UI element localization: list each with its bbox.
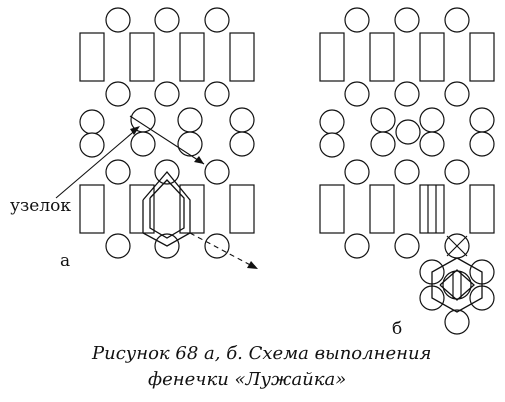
knot-pointer [55, 127, 139, 199]
bead [229, 131, 255, 157]
bead [204, 233, 230, 259]
bead [204, 7, 230, 33]
panel-b: б [319, 7, 495, 339]
bead [394, 7, 420, 33]
bead [444, 159, 470, 185]
thread-path [439, 269, 475, 301]
thread-path [149, 179, 185, 239]
thread-arrow [129, 115, 205, 165]
bead [419, 107, 445, 133]
bugle-bead [79, 32, 105, 82]
bugle-bead [369, 184, 395, 234]
bugle-bead [469, 184, 495, 234]
figure-caption-line-2: фенечки «Лужайка» [148, 369, 347, 390]
bugle-bead [229, 32, 255, 82]
bead [469, 131, 495, 157]
bugle-bead [229, 184, 255, 234]
arrowhead [247, 261, 258, 269]
cross-mark [446, 235, 468, 257]
bead [394, 233, 420, 259]
bugle-bead [79, 184, 105, 234]
thread-path [431, 257, 483, 313]
bead [344, 233, 370, 259]
bead [444, 7, 470, 33]
bead [154, 81, 180, 107]
bead [394, 81, 420, 107]
bead [442, 270, 472, 300]
bead [370, 107, 396, 133]
panel-b-label: б [392, 319, 402, 339]
bugle-bead [319, 184, 345, 234]
figure-caption-line-1: Рисунок 68 а, б. Схема выполнения [92, 343, 432, 364]
bead [229, 107, 255, 133]
bead [344, 7, 370, 33]
scheme-figure: узелок а [10, 7, 495, 339]
bead [319, 109, 345, 135]
bugle-bead [319, 32, 345, 82]
bead [105, 233, 131, 259]
bead [444, 81, 470, 107]
bead [344, 81, 370, 107]
bead [79, 109, 105, 135]
bugle-bead [179, 32, 205, 82]
bugle-bead [419, 184, 445, 234]
arrowhead [130, 126, 140, 135]
bead [344, 159, 370, 185]
bead [469, 107, 495, 133]
arrowhead [194, 156, 204, 164]
bead [79, 132, 105, 158]
bead [204, 81, 230, 107]
bead [204, 159, 230, 185]
bead [105, 159, 131, 185]
bead [177, 131, 203, 157]
bead [105, 7, 131, 33]
bugle-bead [469, 32, 495, 82]
bead [130, 131, 156, 157]
bead [444, 309, 470, 335]
bead [395, 119, 421, 145]
panel-a: узелок а [10, 7, 258, 271]
bead [370, 131, 396, 157]
bead [319, 132, 345, 158]
bead [394, 159, 420, 185]
panel-a-label: а [60, 251, 70, 271]
bugle-bead [419, 32, 445, 82]
bead [419, 131, 445, 157]
bugle-bead [129, 32, 155, 82]
thread-arrow [189, 232, 257, 269]
bugle-bead [369, 32, 395, 82]
bead [154, 7, 180, 33]
knot-label: узелок [10, 196, 71, 216]
bead [105, 81, 131, 107]
bead [177, 107, 203, 133]
